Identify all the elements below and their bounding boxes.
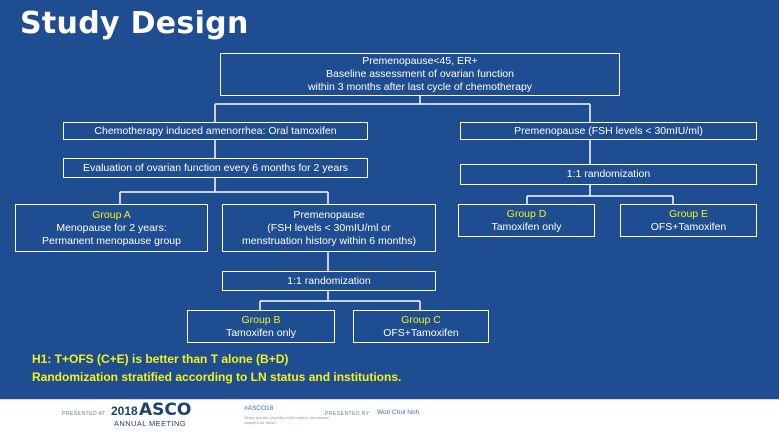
group-e-box: Group E OFS+Tamoxifen — [620, 204, 757, 237]
baseline-box: Premenopause<45, ER+ Baseline assessment… — [220, 53, 620, 96]
group-c-box: Group C OFS+Tamoxifen — [353, 310, 489, 343]
presented-at-label: PRESENTED AT: — [62, 411, 108, 417]
annual-meeting-label: ANNUAL MEETING — [114, 419, 186, 428]
stratification-text: Randomization stratified according to LN… — [32, 370, 402, 384]
group-e-line-1: OFS+Tamoxifen — [650, 220, 727, 233]
footer-bar — [0, 399, 779, 438]
left-premenopause-line-1: Premenopause — [293, 208, 365, 221]
slide-background — [0, 0, 779, 399]
baseline-line-1: Premenopause<45, ER+ — [362, 55, 478, 67]
right-premenopause-text: Premenopause (FSH levels < 30mIU/ml) — [514, 124, 703, 137]
group-d-line-1: Tamoxifen only — [491, 220, 562, 233]
baseline-line-2: Baseline assessment of ovarian function — [326, 68, 514, 80]
group-d-title: Group D — [506, 207, 547, 220]
left-premenopause-box: Premenopause (FSH levels < 30mIU/ml or m… — [222, 204, 436, 252]
presenter-name: Won Chul Noh — [377, 409, 420, 416]
hypothesis-text: H1: T+OFS (C+E) is better than T alone (… — [32, 352, 289, 366]
presented-by-label: PRESENTED BY: — [325, 411, 372, 417]
baseline-line-3: within 3 months after last cycle of chem… — [307, 81, 533, 93]
group-c-line-1: OFS+Tamoxifen — [383, 326, 459, 339]
right-randomization-text: 1:1 randomization — [566, 168, 651, 180]
left-premenopause-line-3: menstruation history within 6 months) — [242, 234, 416, 247]
group-a-title: Group A — [92, 208, 131, 221]
left-premenopause-line-2: (FSH levels < 30mIU/ml or — [267, 221, 391, 234]
group-e-title: Group E — [668, 207, 709, 220]
copyright-note: Slides are the property of the author, p… — [244, 415, 330, 425]
group-a-line-1: Menopause for 2 years: — [56, 221, 167, 234]
group-c-title: Group C — [401, 313, 441, 326]
group-d-box: Group D Tamoxifen only — [458, 204, 595, 237]
left-randomization-text: 1:1 randomization — [287, 274, 371, 287]
asco-logo: ASCO — [139, 400, 192, 420]
slide-title: Study Design — [20, 6, 249, 41]
group-a-line-2: Permanent menopause group — [42, 234, 181, 247]
right-premenopause-box: Premenopause (FSH levels < 30mIU/ml) — [460, 122, 757, 140]
left-randomization-box: 1:1 randomization — [222, 271, 436, 291]
evaluation-box: Evaluation of ovarian function every 6 m… — [63, 158, 368, 178]
group-b-title: Group B — [241, 313, 281, 326]
hashtag: #ASCO18 — [244, 405, 274, 412]
amenorrhea-text: Chemotherapy induced amenorrhea: Oral ta… — [94, 124, 337, 137]
right-randomization-box: 1:1 randomization — [460, 164, 757, 185]
evaluation-text: Evaluation of ovarian function every 6 m… — [83, 161, 348, 174]
amenorrhea-box: Chemotherapy induced amenorrhea: Oral ta… — [63, 122, 368, 140]
meeting-year: 2018 — [111, 404, 138, 418]
group-b-line-1: Tamoxifen only — [225, 326, 297, 339]
connector-lines — [119, 96, 674, 310]
group-a-box: Group A Menopause for 2 years: Permanent… — [15, 204, 208, 252]
group-b-box: Group B Tamoxifen only — [187, 310, 335, 343]
